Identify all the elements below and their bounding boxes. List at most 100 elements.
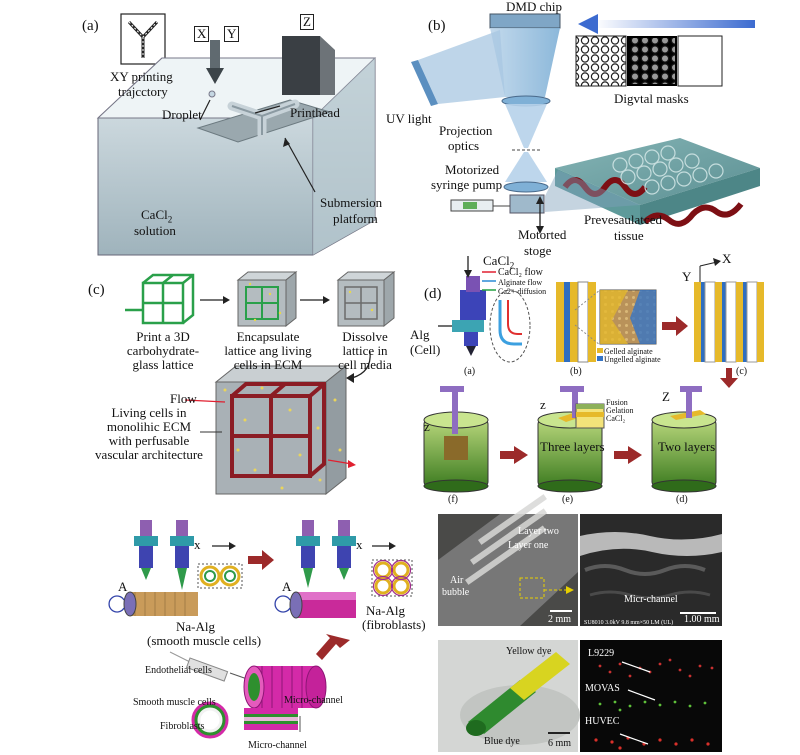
projection-beam (490, 28, 560, 97)
panel-c-letter: (c) (88, 282, 105, 298)
gelation-label: Gelation (606, 406, 634, 415)
panel-b-letter: (b) (428, 18, 446, 34)
lens-lower (503, 181, 549, 193)
pump-label-2: syringe pump (431, 177, 503, 192)
cacl2-small-label: CaCl₂ (606, 414, 626, 423)
dmd-chip-label: DMD chip (506, 0, 562, 14)
a-right-label: A (282, 579, 292, 594)
naalg-right: Na-Alg (366, 603, 405, 618)
solution-label: solution (134, 223, 176, 238)
x-right-label: x (356, 537, 363, 552)
mask-arrow (595, 20, 755, 28)
carbohydrate-lattice (125, 273, 195, 325)
dmd-chip (489, 13, 561, 29)
three-layers-label: Three layers (540, 439, 605, 454)
gelled-legend: Gelled alginate (604, 347, 653, 356)
cacl2-top-label: CaCl2 (483, 253, 515, 271)
photo-bottom-right (580, 640, 722, 752)
flow-label: Flow (170, 391, 197, 406)
smooth-muscle-label: Smooth muscle cells (133, 697, 216, 708)
tissue-label-1: Prevesaulatced (584, 212, 662, 227)
l9229-label: L9229 (588, 648, 615, 659)
naalg-left-sub: (smooth muscle cells) (147, 633, 262, 648)
scale-6mm: 6 mm (548, 738, 572, 749)
mask-1 (575, 35, 627, 87)
micro-channel-photo-label: Micr-channel (624, 594, 678, 605)
legend-alginate-flow: Alginate flow (498, 278, 543, 287)
movas-label: MOVAS (585, 683, 620, 694)
droplet-label: Droplet (162, 107, 202, 122)
scale-2mm: 2 mm (548, 614, 572, 625)
sem-info: SU8010 3.0kV 9.8 mm×50 LM (UL) (584, 620, 674, 626)
panel-c-graphic (125, 270, 396, 496)
sub-a-label: (a) (464, 366, 476, 377)
axis-x-d: X (722, 251, 732, 266)
two-layer-strips (694, 281, 764, 363)
axis-x-label: X (194, 26, 210, 42)
photo-top-right (580, 514, 722, 626)
yellow-dye-segment (510, 652, 570, 700)
axis-z-label: Z (300, 14, 314, 30)
x-left-label: x (194, 537, 201, 552)
sub-c-label: (c) (736, 366, 748, 377)
scale-1mm: 1.00 mm (684, 614, 720, 625)
beaker-d (651, 386, 717, 493)
endothelial-label: Endothelial cells (145, 665, 212, 676)
sub-f-label: (f) (448, 494, 458, 505)
tissue-label-2: tissue (614, 228, 644, 243)
layer-two-label: Layer two (518, 526, 559, 537)
rod-left (130, 592, 198, 616)
projection-label-1: Projection (439, 123, 493, 138)
naalg-right-sub: (fibroblasts) (362, 617, 426, 632)
cacl2-label: CaCl2 (141, 207, 173, 225)
layer-one-label: Layer one (508, 540, 549, 551)
axis-y-d: Y (682, 269, 692, 284)
axis-z-f: z (424, 419, 430, 434)
beaker-f (423, 386, 489, 493)
digital-masks-label: Digvtal masks (614, 91, 689, 106)
mask-3 (677, 35, 723, 87)
uv-mirror (411, 60, 438, 106)
legend-ca-diffusion: Ca2+ diffusion (498, 287, 547, 296)
coaxial-nozzle (460, 290, 486, 320)
xy-trajectory-label-2: trajcctory (118, 84, 168, 99)
alg-label-1: Alg (410, 327, 430, 342)
axis-z-e: z (540, 397, 546, 412)
uv-light-label: UV light (386, 111, 432, 126)
micro-channel-label-2: Micro-channel (248, 740, 307, 751)
panel-a-graphic (96, 13, 377, 256)
ungelled-legend: Ungelled alginate (604, 355, 661, 364)
printhead-label: Printhead (290, 105, 340, 120)
bubble-label: bubble (442, 587, 470, 598)
panel-d-graphic (423, 256, 764, 493)
legend-cacl2-flow: CaCl₂ flow (498, 267, 543, 278)
stage-label-2: stoge (524, 243, 552, 258)
naalg-left: Na-Alg (176, 619, 215, 634)
alg-label-2: (Cell) (410, 342, 441, 357)
photo-bottom-left (438, 640, 580, 752)
axis-z-d: Z (662, 389, 670, 404)
panel-b-graphic (411, 13, 760, 234)
photo-top-left (438, 494, 578, 626)
panel-e-graphic (108, 520, 413, 739)
beaker-e (537, 386, 605, 493)
sub-d-label: (d) (676, 494, 688, 505)
printhead-right (296, 520, 356, 588)
pump-label-1: Motorized (445, 162, 500, 177)
stage-label-1: Motorted (518, 227, 567, 242)
sub-b-label: (b) (570, 366, 582, 377)
panel-d-letter: (d) (424, 286, 442, 302)
gelled-strips (556, 281, 596, 363)
submersion-label-2: platform (333, 211, 378, 226)
xy-trajectory-label-1: XY printing (110, 69, 173, 84)
z-actuator (282, 36, 320, 95)
two-layers-label: Two layers (658, 439, 716, 454)
submersion-label-1: Submersion (320, 195, 383, 210)
printhead-left (134, 520, 194, 590)
micro-channel-label-1: Micro-channel (284, 695, 343, 706)
